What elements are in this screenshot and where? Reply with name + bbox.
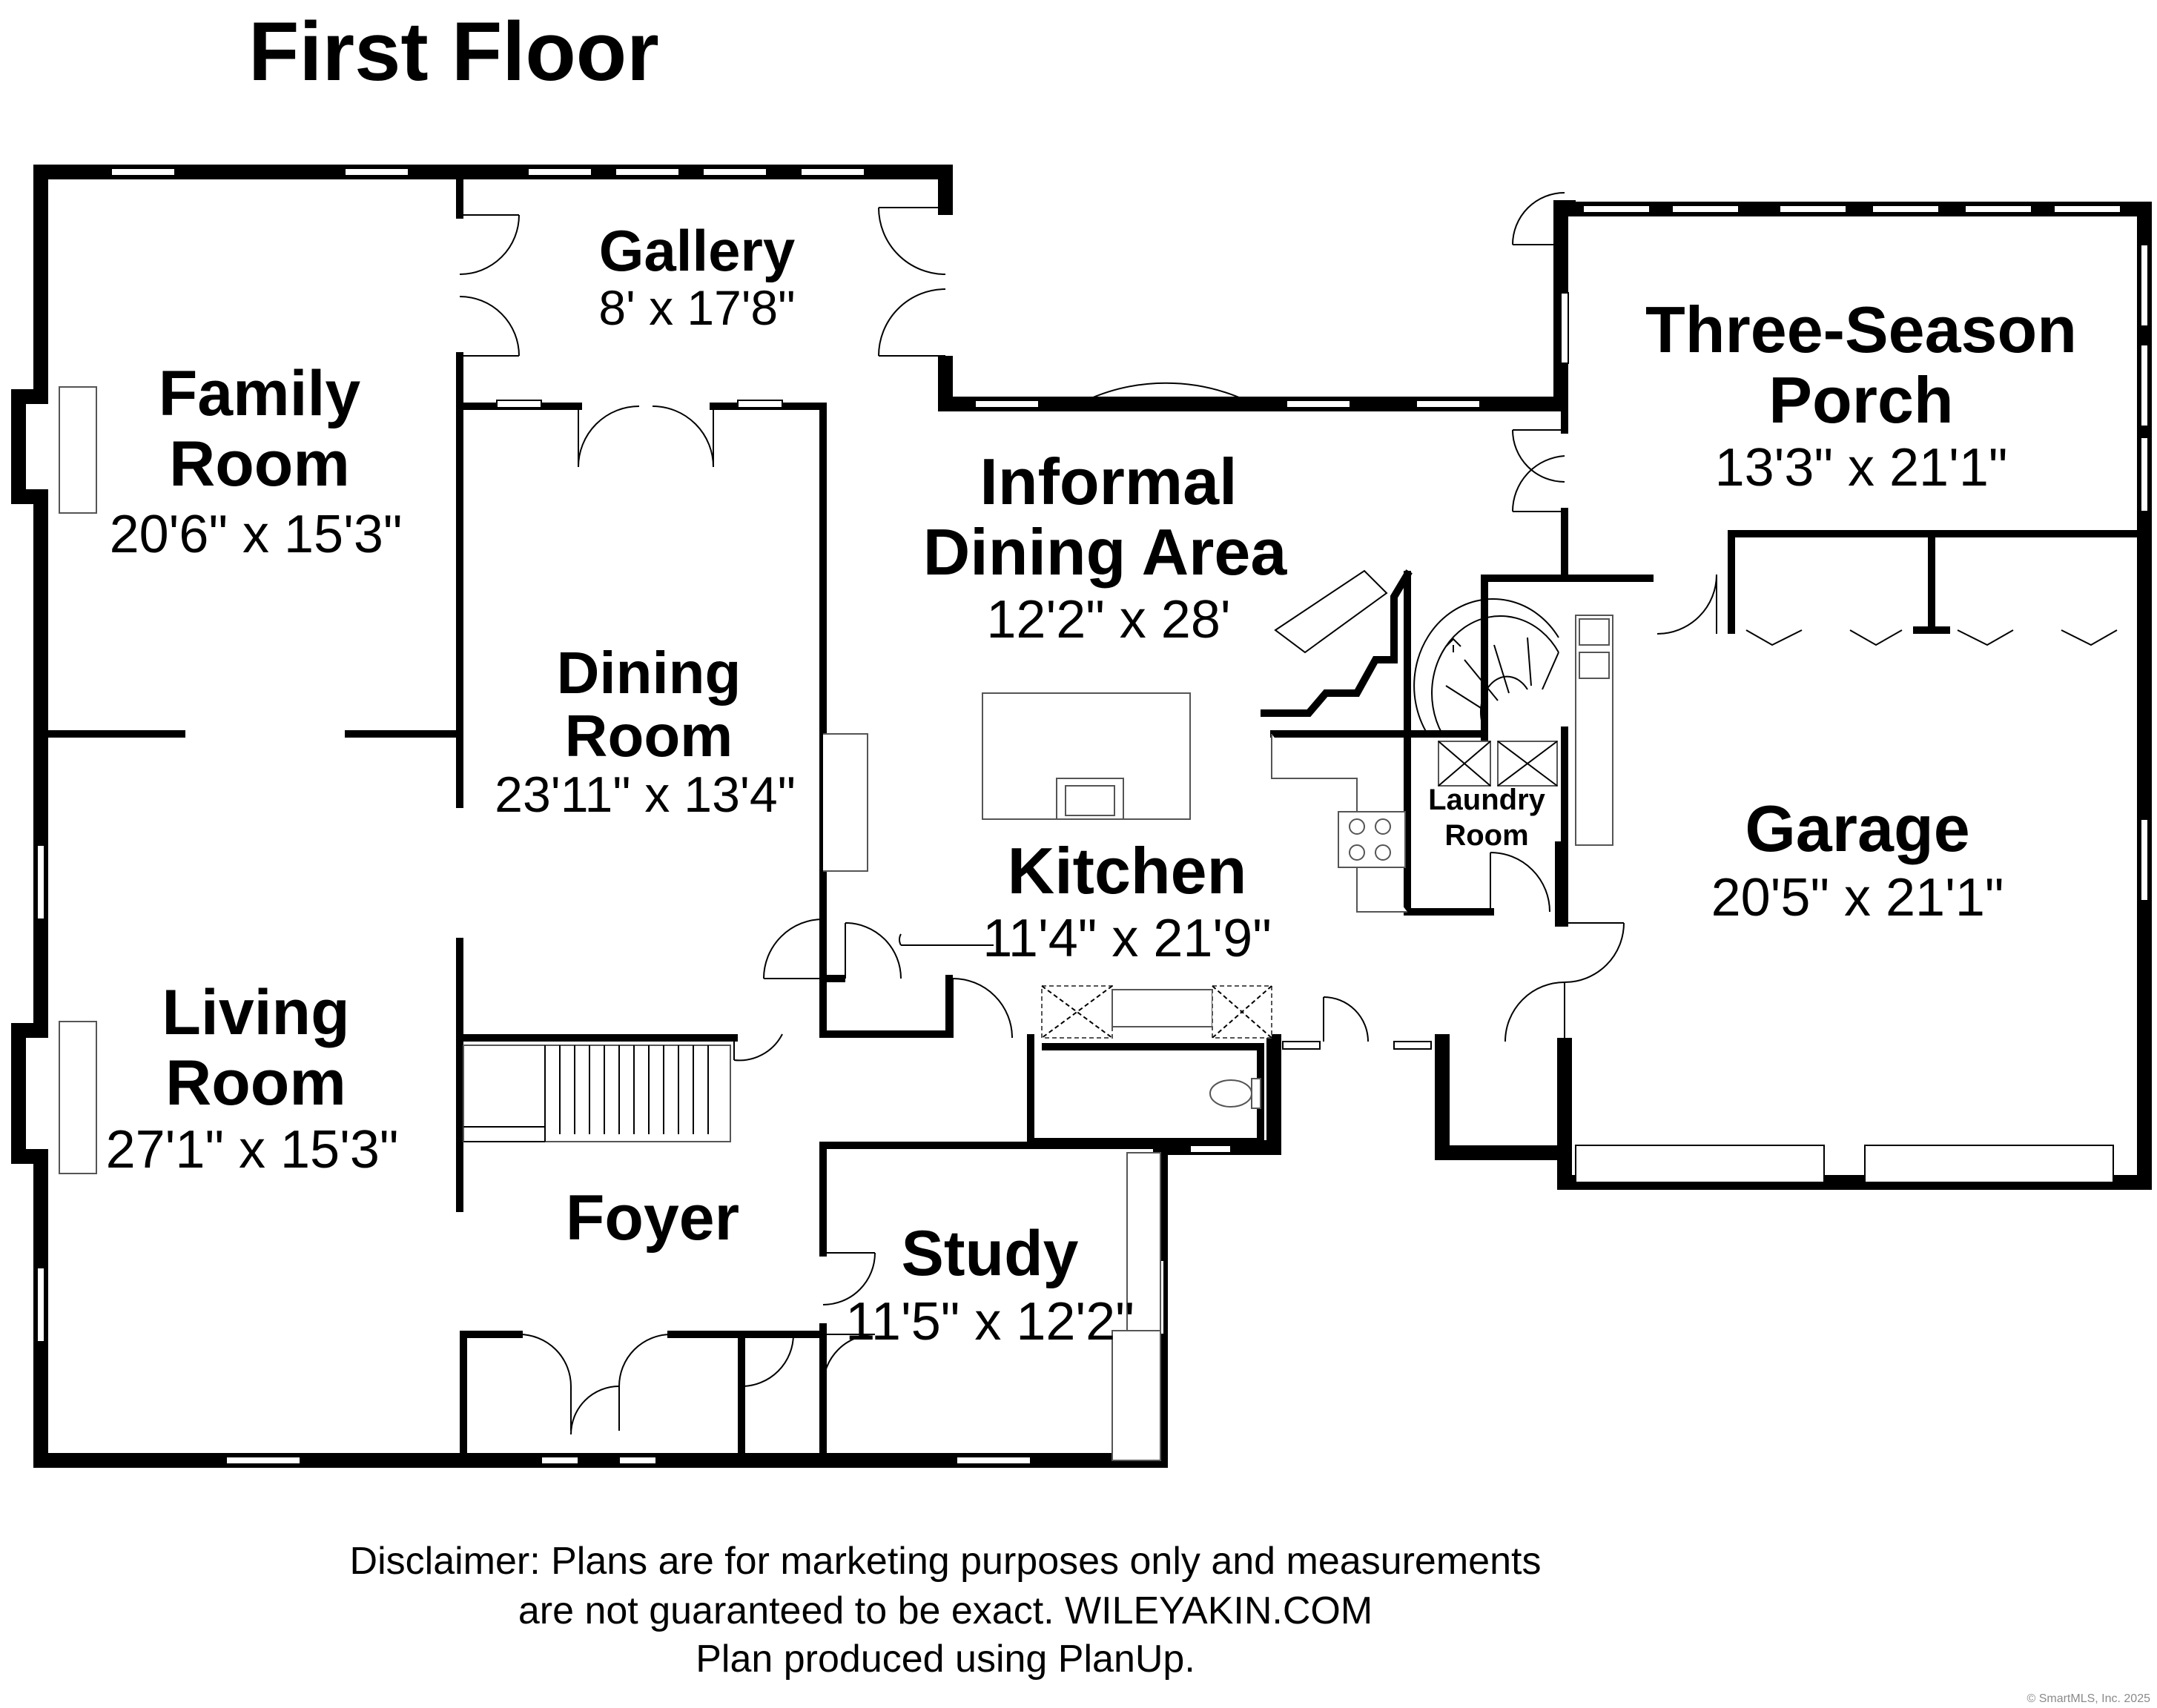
gallery-dims: 8' x 17'8" — [598, 280, 795, 335]
laundry-room-label-2: Room — [1444, 819, 1528, 852]
plan-title: First Floor — [248, 5, 659, 98]
living-room-dims: 27'1" x 15'3" — [106, 1120, 399, 1179]
family-room-label-1: Family — [159, 358, 361, 429]
disclaimer: Disclaimer: Plans are for marketing purp… — [350, 1540, 1542, 1681]
disclaimer-line-2: are not guaranteed to be exact. WILEYAKI… — [518, 1589, 1373, 1632]
gallery-label: Gallery — [599, 218, 796, 283]
watermark: © SmartMLS, Inc. 2025 — [2026, 1692, 2150, 1705]
porch-label-1: Three-Season — [1645, 293, 2077, 366]
porch-partitions — [1745, 629, 2118, 646]
windows — [36, 168, 2149, 1465]
interior-walls — [37, 168, 2148, 1464]
family-room-label-2: Room — [169, 428, 350, 500]
informal-dining-label-2: Dining Area — [923, 515, 1288, 589]
doors — [459, 192, 1717, 1435]
family-room-dims: 20'6" x 15'3" — [110, 505, 403, 564]
kitchen-label: Kitchen — [1008, 834, 1247, 907]
study-dims: 11'5" x 12'2" — [845, 1292, 1134, 1351]
stairs — [463, 598, 1559, 1142]
informal-dining-dims: 12'2" x 28' — [986, 590, 1230, 649]
porch-dims: 13'3" x 21'1" — [1715, 438, 2008, 497]
laundry-room-label-1: Laundry — [1428, 784, 1546, 816]
dining-room-label-2: Room — [565, 703, 733, 769]
foyer-label: Foyer — [566, 1182, 739, 1254]
kitchen-dims: 11'4" x 21'9" — [982, 909, 1272, 968]
dining-room-dims: 23'11" x 13'4" — [495, 767, 796, 823]
garage-dims: 20'5" x 21'1" — [1711, 868, 2004, 927]
garage-label: Garage — [1745, 792, 1969, 865]
room-labels: Family Room 20'6" x 15'3" Gallery 8' x 1… — [106, 218, 2077, 1351]
living-room-label-2: Room — [165, 1047, 346, 1119]
fixtures — [59, 386, 1613, 1461]
study-label: Study — [902, 1218, 1079, 1289]
living-room-label-1: Living — [162, 977, 349, 1048]
disclaimer-line-1: Disclaimer: Plans are for marketing purp… — [350, 1540, 1542, 1583]
porch-label-2: Porch — [1768, 363, 1953, 437]
disclaimer-line-3: Plan produced using PlanUp. — [696, 1638, 1195, 1681]
dining-room-label-1: Dining — [557, 640, 741, 706]
informal-dining-label-1: Informal — [980, 445, 1237, 518]
